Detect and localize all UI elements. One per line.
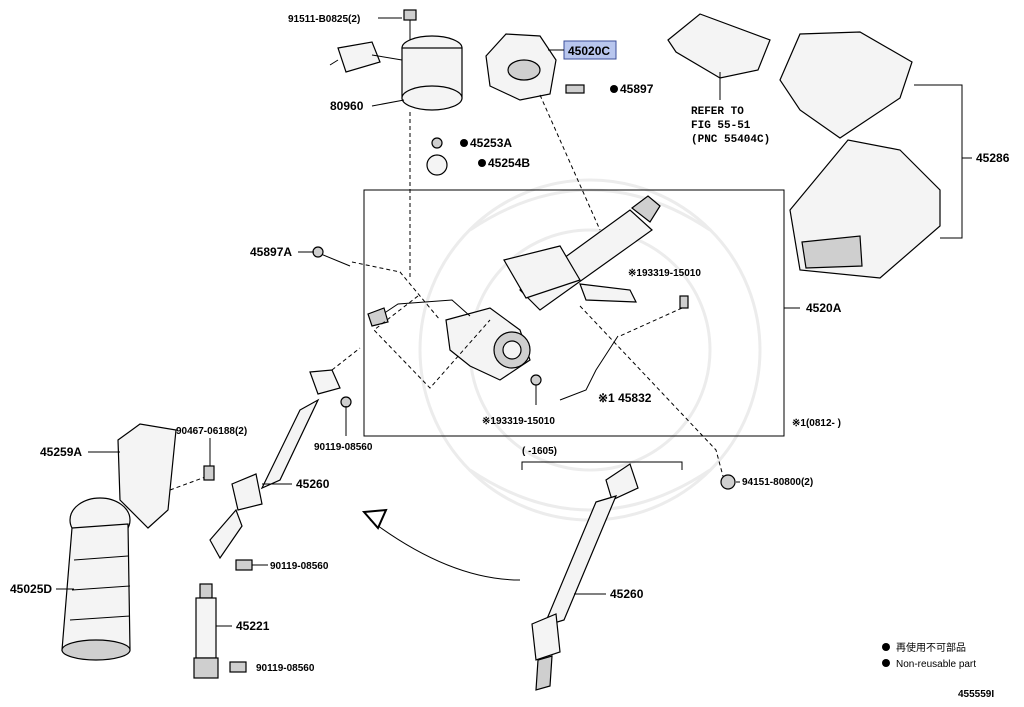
label-45254b: 45254B xyxy=(488,156,530,170)
cover-plate-drawing xyxy=(667,13,771,79)
label-90467: 90467-06188(2) xyxy=(176,426,247,437)
non-reusable-mark xyxy=(610,85,618,93)
steering-column-drawing xyxy=(312,195,725,481)
column-assembly-box xyxy=(363,189,785,437)
label-90119-c: 90119-08560 xyxy=(256,663,315,674)
label-4520a: 4520A xyxy=(806,301,842,315)
label-45897a: 45897A xyxy=(250,245,292,259)
legend-dot-en xyxy=(882,659,890,667)
label-90119-b: 90119-08560 xyxy=(270,561,329,572)
legend-dot-cn xyxy=(882,643,890,651)
legend-en: Non-reusable part xyxy=(896,659,976,670)
note-date-range: ※1(0812- ) xyxy=(792,418,841,429)
bolt-90467-drawing xyxy=(203,465,215,481)
label-90119-a: 90119-08560 xyxy=(314,442,373,453)
direction-arrow xyxy=(369,519,521,581)
label-clip-2: ※193319-15010 xyxy=(482,416,555,427)
bolt-90119-b-drawing xyxy=(235,559,253,571)
boot-45259a-drawing xyxy=(117,423,177,529)
label-45259a: 45259A xyxy=(40,445,82,459)
label-motor: 80960 xyxy=(330,99,364,113)
non-reusable-mark xyxy=(460,139,468,147)
label-45897: 45897 xyxy=(620,82,654,96)
nut-94151-drawing xyxy=(720,474,736,490)
legend-cn: 再使用不可部品 xyxy=(896,641,966,654)
label-45260-right: 45260 xyxy=(610,587,644,601)
cover-45286-drawing xyxy=(779,31,972,279)
bolt-45897-drawing xyxy=(565,84,585,94)
shaft-45260-left-drawing xyxy=(209,347,361,560)
label-45832: ※1 45832 xyxy=(598,391,652,405)
label-highlighted-part[interactable]: 45020C xyxy=(568,44,610,58)
non-reusable-mark xyxy=(478,159,486,167)
shaft-45260-right-drawing xyxy=(531,463,639,691)
refer-line1: REFER TO xyxy=(691,106,744,118)
motor-80960-drawing xyxy=(329,9,463,280)
wire-45832-drawing xyxy=(530,295,689,405)
label-45253a: 45253A xyxy=(470,136,512,150)
arrow-head xyxy=(361,508,388,530)
seal-45025d-drawing xyxy=(61,497,131,661)
refer-line3: (PNC 55404C) xyxy=(691,134,770,146)
label-bolt-top: 91511-B0825(2) xyxy=(288,14,360,25)
shaft-45221-drawing xyxy=(193,583,247,679)
label-45025d: 45025D xyxy=(10,582,52,596)
label-clip-1: ※193319-15010 xyxy=(628,268,701,279)
shaft-range-bracket xyxy=(521,461,683,470)
part-45020c-drawing xyxy=(485,33,601,231)
refer-line2: FIG 55-51 xyxy=(691,120,751,132)
note-shaft-range: ( -1605) xyxy=(522,446,557,457)
label-94151: 94151-80800(2) xyxy=(742,477,813,488)
gear-45253a-drawing xyxy=(431,137,443,149)
diagram-id: 455559I xyxy=(958,689,994,700)
label-45260-left: 45260 xyxy=(296,477,330,491)
gear-45254b-drawing xyxy=(426,154,448,176)
label-45221: 45221 xyxy=(236,619,270,633)
label-45286: 45286 xyxy=(976,151,1010,165)
